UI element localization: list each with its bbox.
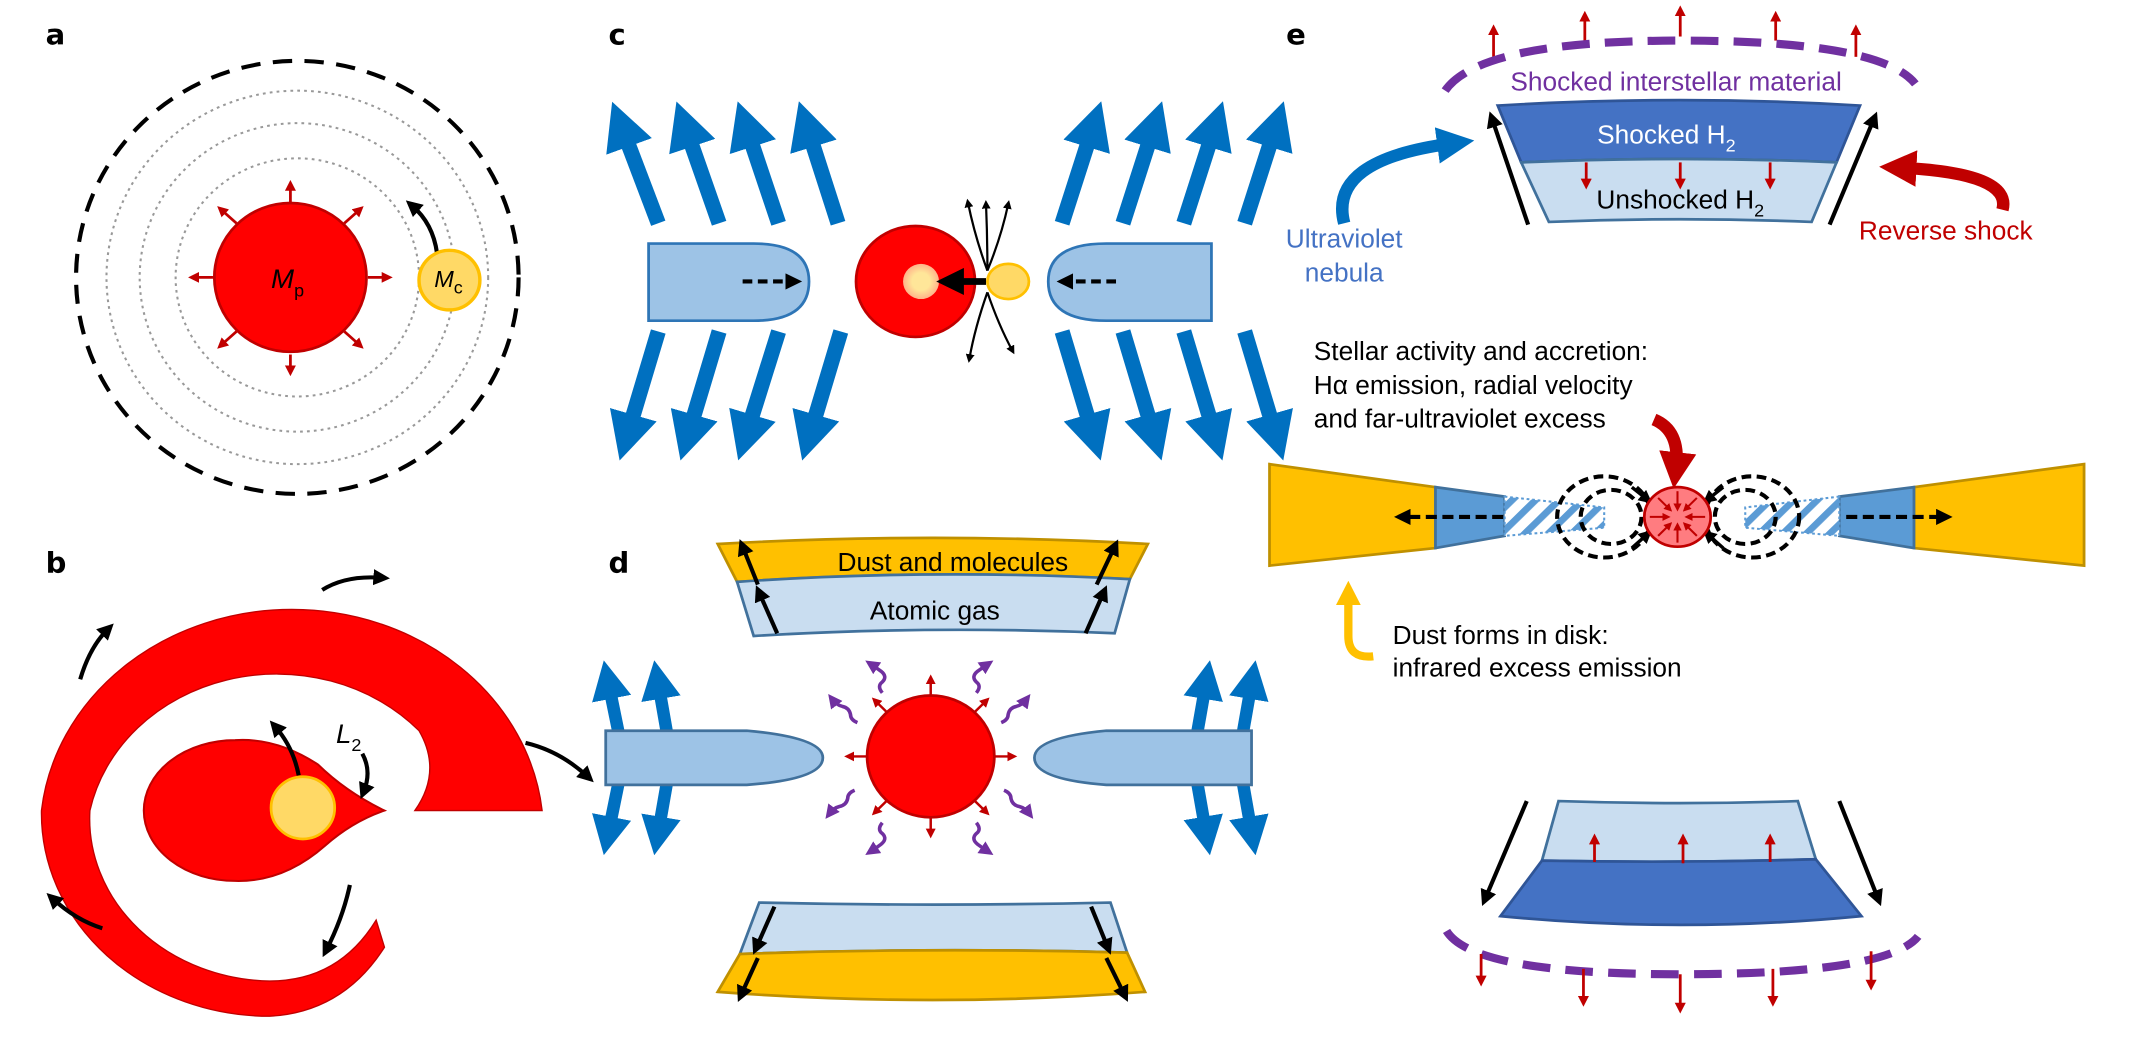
shocked-h2-layer-bottom [1497, 857, 1865, 927]
dust-forms-line-1: Dust forms in disk: [1393, 620, 1609, 650]
ism-label: Shocked interstellar material [1510, 67, 1841, 97]
plunging-companion [986, 262, 1031, 301]
expansion-arrows-e-top [1486, 111, 1879, 226]
accretor-star [269, 775, 337, 841]
accretor-outflow-arrow [269, 720, 301, 776]
infall-arrows-star [1649, 491, 1706, 543]
dust-shell-bottom [715, 948, 1148, 1002]
companion-mass-label: Mc [434, 266, 463, 297]
panel-d: d Dust and molecules Atomic gas [592, 536, 1269, 1002]
stellar-activity-line-1: Stellar activity and accretion: [1314, 336, 1648, 366]
stellar-activity-line-2: Hα emission, radial velocity [1314, 370, 1633, 400]
dust-forms-line-2: infrared excess emission [1393, 653, 1682, 683]
unshocked-h2-layer-bottom [1540, 799, 1818, 864]
panel-b: b L2 [40, 546, 594, 1017]
reverse-shock-arrow [1879, 150, 2010, 212]
inner-disk-hatched-right [1744, 495, 1841, 537]
polar-outflow-arrows-c [606, 101, 1293, 461]
radiation-arrows [844, 674, 1018, 839]
orbital-motion-arrow [405, 200, 440, 254]
uv-nebula-label-1: Ultraviolet [1286, 224, 1404, 254]
primary-mass-label: Mp [271, 263, 304, 300]
polar-outflow-arrows-d [592, 660, 1269, 856]
dust-shell-label: Dust and molecules [837, 547, 1068, 577]
shell-expansion-arrows-top [737, 539, 1119, 635]
spiral-outflow-arrows [46, 569, 594, 958]
central-remnant-star [865, 694, 996, 819]
reverse-shock-arrows-bottom [1588, 833, 1776, 864]
panel-label-d: d [608, 546, 629, 580]
panel-label-b: b [46, 546, 67, 580]
merger-hotspot [903, 263, 940, 300]
shocked-h2-label: Shocked H2 [1597, 120, 1735, 156]
expansion-arrows-e-bottom [1480, 800, 1883, 907]
ism-push-arrows-top [1488, 5, 1862, 57]
dotted-orbit-1 [105, 89, 490, 466]
stellar-activity-arrow [1651, 413, 1697, 489]
uv-nebula-arrow [1336, 127, 1475, 225]
outer-spiral-arm [40, 608, 543, 1017]
atomic-gas-shell-bottom [737, 901, 1130, 956]
disk-right-c [1046, 242, 1213, 323]
unshocked-h2-layer-top [1519, 157, 1839, 224]
primary-expansion-arrows [188, 179, 393, 377]
unshocked-h2-label: Unshocked H2 [1596, 185, 1764, 221]
dust-forms-arrow [1335, 580, 1374, 661]
stellar-activity-line-3: and far-ultraviolet excess [1314, 404, 1606, 434]
disk-left-c [647, 242, 811, 323]
ism-shock-front-top [1441, 36, 1919, 94]
ism-shock-front-bottom [1442, 928, 1922, 979]
panel-e: e Shocked interstellar material Shocked … [1268, 5, 2086, 1014]
panel-label-c: c [608, 18, 625, 52]
ejecta-fan-arrows [964, 198, 1015, 363]
inner-teardrop-envelope [142, 738, 388, 882]
disk-right-d [1033, 729, 1253, 787]
reverse-shock-label: Reverse shock [1859, 216, 2034, 246]
companion-star [417, 248, 482, 312]
inner-disk-hatched-left [1503, 495, 1606, 537]
l2-flow-arrow [359, 752, 375, 800]
l2-point-label: L2 [336, 718, 361, 755]
disk-left-d [604, 729, 825, 787]
panel-c: c [606, 18, 1293, 461]
panel-a: a Mp Mc [46, 18, 521, 496]
wavy-photon-arrows [825, 660, 1034, 856]
outer-dashed-orbit [73, 58, 521, 496]
panel-label-a: a [46, 18, 66, 52]
primary-star [212, 201, 368, 354]
atomic-gas-label: Atomic gas [870, 596, 1000, 626]
shell-expansion-arrows-bottom [737, 905, 1129, 1002]
atomic-gas-shell-top [735, 572, 1132, 638]
accretion-loop-arrowheads [1630, 485, 1725, 550]
ism-push-arrows-bottom [1475, 951, 1877, 1014]
reverse-shock-arrows-top [1580, 162, 1776, 190]
uv-nebula-label-2: nebula [1305, 258, 1384, 288]
panel-label-e: e [1286, 18, 1306, 52]
